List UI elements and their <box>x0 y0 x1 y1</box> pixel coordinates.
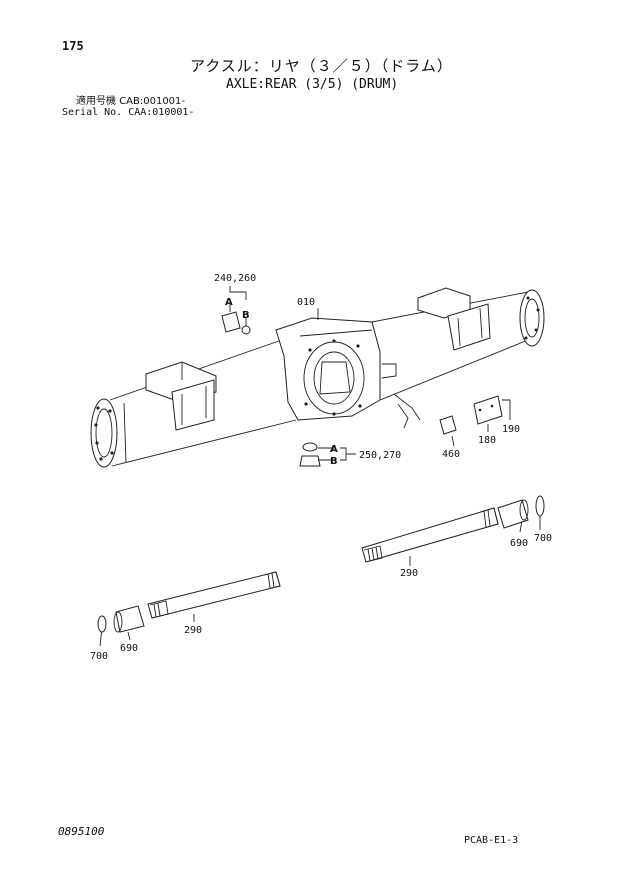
document-code: 0895100 <box>58 825 105 838</box>
bushing-and-ring-right <box>497 495 545 529</box>
applicable-serial-jp: 適用号機 CAB:001001- <box>76 96 186 107</box>
callout-b-bottom: B <box>330 456 338 467</box>
callout-690-left: 690 <box>120 643 138 654</box>
callout-250-270: 250,270 <box>359 450 401 461</box>
axle-shaft-left <box>147 571 281 619</box>
callout-700-right: 700 <box>534 533 552 544</box>
page-code: PCAB-E1-3 <box>464 835 519 846</box>
applicable-serial-en: Serial No. CAA:010001- <box>62 107 195 118</box>
callout-190: 190 <box>502 424 520 435</box>
axle-housing-drawing <box>90 287 545 468</box>
callout-b-top: B <box>242 310 250 321</box>
page-number: 175 <box>62 39 84 53</box>
axle-shaft-right <box>361 507 499 563</box>
callout-290-left: 290 <box>184 625 202 636</box>
callout-690-right: 690 <box>510 538 528 549</box>
callout-700-left: 700 <box>90 651 108 662</box>
callout-290-right: 290 <box>400 568 418 579</box>
callout-a-bottom: A <box>330 444 338 455</box>
page-title-japanese: アクスル：リヤ（３／５）（ドラム） <box>190 57 453 75</box>
callout-180: 180 <box>478 435 496 446</box>
callout-a-top: A <box>225 297 233 308</box>
callout-240-260: 240,260 <box>214 273 256 284</box>
callout-460: 460 <box>442 449 460 460</box>
page-title-english: AXLE:REAR (3/5) (DRUM) <box>226 77 399 92</box>
callout-010: 010 <box>297 297 315 308</box>
bushing-and-ring-left <box>97 605 145 633</box>
